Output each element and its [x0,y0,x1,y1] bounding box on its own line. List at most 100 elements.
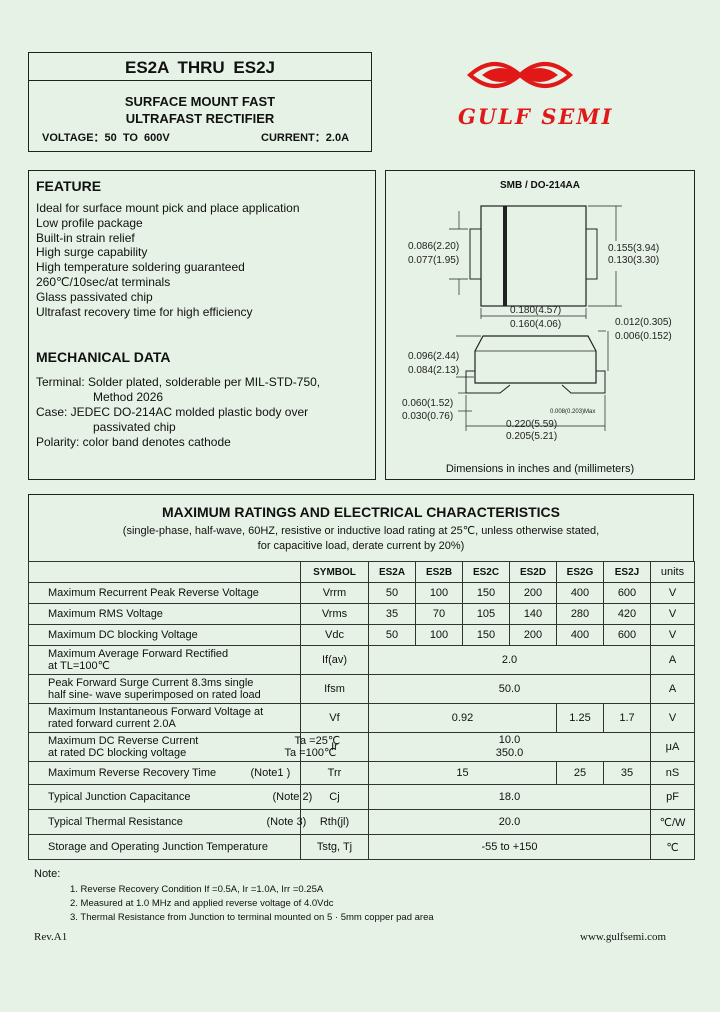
value-cell: 420 [603,603,651,625]
col-header: ES2B [415,561,463,583]
table-row: Maximum Reverse Recovery Time(Note1 ) Tr… [28,761,695,785]
param-line: Maximum Average Forward Rectified [48,648,229,660]
symbol-cell: Tstg, Tj [300,834,369,860]
title-divider [29,80,371,81]
symbol-cell: If(av) [300,645,369,675]
dim-overall-max: 0.220(5.59) [506,419,558,430]
value-cell: 2.0 [368,645,651,675]
gulf-semi-logo-icon [460,55,580,99]
note-ref: (Note 3) [266,816,307,828]
symbol-cell: Vrrm [300,582,369,604]
value-cell: 100 [415,582,463,604]
ratings-sub1: (single-phase, half-wave, 60HZ, resistiv… [122,525,600,537]
unit-cell: V [650,703,695,733]
unit-cell: V [650,582,695,604]
value-cell: 1.7 [603,703,651,733]
value-cell: 400 [556,624,604,646]
table-row: Maximum DC blocking Voltage Vdc 50 100 1… [28,624,695,646]
symbol-cell: Ifsm [300,674,369,704]
notes-label: Note: [34,868,61,880]
value-cell: 18.0 [368,784,651,810]
note-1: 1. Reverse Recovery Condition If =0.5A, … [70,884,324,895]
mechanical-heading: MECHANICAL DATA [36,349,171,365]
value-cell: 20.0 [368,809,651,835]
param-text: at rated DC blocking voltage [48,747,187,759]
note-ref: (Note1 ) [250,767,291,779]
table-row: Maximum Instantaneous Forward Voltage at… [28,703,695,733]
symbol-cell: Vf [300,703,369,733]
package-outline-drawing [449,205,622,431]
unit-cell: pF [650,784,695,810]
unit-cell: μA [650,732,695,762]
table-row: Typical Thermal Resistance(Note 3) Rth(j… [28,809,695,835]
col-header: ES2G [556,561,604,583]
value-cell: 50 [368,624,416,646]
mechanical-line: Terminal: Solder plated, solderable per … [36,375,321,389]
feature-item: Ultrafast recovery time for high efficie… [36,305,253,319]
param-text: Typical Junction Capacitance [48,791,191,803]
website-link[interactable]: www.gulfsemi.com [580,931,667,943]
ratings-table: SYMBOL ES2A ES2B ES2C ES2D ES2G ES2J uni… [28,561,695,860]
param-label: Storage and Operating Junction Temperatu… [28,834,301,860]
param-label: Typical Thermal Resistance (Note 3) [28,809,306,835]
symbol-cell: Trr [300,761,369,785]
mechanical-line: Polarity: color band denotes cathode [36,435,231,449]
table-row: Storage and Operating Junction Temperatu… [28,834,695,860]
value-cell: 25 [556,761,604,785]
col-header: ES2J [603,561,651,583]
dim-lead-thick-max: 0.012(0.305) [615,317,672,328]
unit-cell: V [650,624,695,646]
dim-lead-len-max: 0.060(1.52) [402,398,454,409]
value-cell: 600 [603,582,651,604]
param-label: Maximum Average Forward Rectified at TL=… [28,645,301,675]
dimension-caption: Dimensions in inches and (millimeters) [445,463,635,475]
value-cell: 140 [509,603,557,625]
value-cell: 1.25 [556,703,604,733]
value-cell: 150 [462,582,510,604]
mechanical-line: passivated chip [93,420,176,434]
param-line: rated forward current 2.0A [48,718,176,730]
param-line: at TL=100℃ [48,660,110,672]
condition-text: Ta =100℃ [284,747,337,759]
table-header-row: SYMBOL ES2A ES2B ES2C ES2D ES2G ES2J uni… [28,561,695,583]
param-label: Maximum Reverse Recovery Time(Note1 ) [28,761,301,785]
value-line: 350.0 [495,747,524,759]
value-cell: 15 [368,761,557,785]
ratings-sub2: for capacitive load, derate current by 2… [257,540,465,552]
param-line: at rated DC blocking voltage Ta =100℃ [48,747,336,759]
param-line: half sine- wave superimposed on rated lo… [48,689,261,701]
param-label: Maximum DC blocking Voltage [28,624,301,646]
feature-heading: FEATURE [36,178,102,194]
feature-item: Glass passivated chip [36,290,153,304]
dim-right-height-max: 0.155(3.94) [608,243,660,254]
revision-label: Rev.A1 [34,931,68,943]
table-row: Peak Forward Surge Current 8.3ms single … [28,674,695,704]
value-cell: 35 [603,761,651,785]
param-label: Maximum Recurrent Peak Reverse Voltage [28,582,301,604]
value-cell: 200 [509,582,557,604]
param-text: Maximum DC Reverse Current [48,735,199,747]
value-cell: 600 [603,624,651,646]
unit-cell: ℃ [650,834,695,860]
dim-right-height-min: 0.130(3.30) [608,255,660,266]
dim-lead-thick-min: 0.006(0.152) [615,331,672,342]
param-text: Typical Thermal Resistance [48,816,183,828]
value-cell: 70 [415,603,463,625]
unit-cell: nS [650,761,695,785]
package-drawing-box: SMB / DO-214AA 0.086(2.20) 0.077(1.95) [385,170,695,480]
col-header: units [650,561,695,583]
feature-item: 260℃/10sec/at terminals [36,275,171,289]
dim-overall-min: 0.205(5.21) [506,431,558,442]
package-title: SMB / DO-214AA [499,180,580,191]
value-cell: 10.0 350.0 [368,732,651,762]
feature-item: Built-in strain relief [36,231,135,245]
condition-text: Ta =25℃ [294,735,341,747]
dim-standoff: 0.008(0.203)Max [550,409,596,415]
value-cell: 50 [368,582,416,604]
unit-cell: A [650,645,695,675]
unit-cell: ℃/W [650,809,695,835]
value-cell: 280 [556,603,604,625]
dim-body-len-max: 0.180(4.57) [510,305,562,316]
table-row: Maximum Average Forward Rectified at TL=… [28,645,695,675]
